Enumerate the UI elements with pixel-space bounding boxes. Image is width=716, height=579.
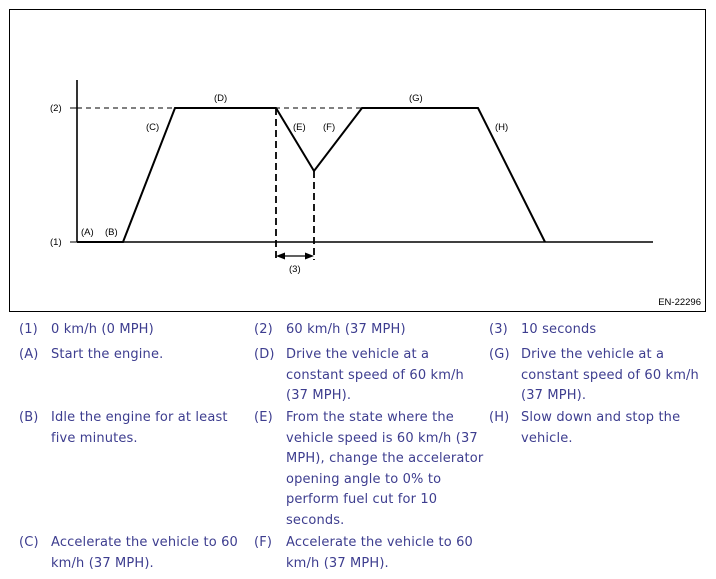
legend-text-line-2: vehicle. (521, 430, 573, 446)
legend-item-3: (3) 10 seconds (489, 320, 709, 342)
legend-text: Start the engine. (51, 347, 164, 362)
speed-profile-figure: (2) (1) (A) (B) (C) (D) (E) (F) (G) (H) … (9, 9, 706, 312)
legend-text-line-1: Accelerate the vehicle to 60 (286, 535, 473, 550)
legend-text-line-3: (37 MPH). (521, 388, 587, 403)
phase-label-f: (F) (323, 122, 335, 133)
legend-key: (E) (254, 410, 273, 425)
legend-item-h: (H) Slow down and stop the vehicle. (489, 408, 714, 450)
legend-key: (F) (254, 535, 273, 550)
y-label-low: (1) (50, 237, 62, 248)
legend-item-c: (C) Accelerate the vehicle to 60 km/h (3… (19, 533, 249, 575)
phase-label-h: (H) (495, 122, 508, 133)
legend-text-line-1: Drive the vehicle at a (286, 347, 430, 362)
legend-text-line-1: Slow down and stop the (521, 410, 681, 425)
legend-text: 0 km/h (0 MPH) (51, 322, 154, 337)
legend-text-line-1: Idle the engine for at least (51, 410, 228, 425)
legend-text-line-6: seconds. (286, 512, 345, 528)
legend-item-g: (G) Drive the vehicle at a constant spee… (489, 345, 714, 407)
legend-item-d: (D) Drive the vehicle at a constant spee… (254, 345, 484, 407)
legend-item-f: (F) Accelerate the vehicle to 60 km/h (3… (254, 533, 484, 575)
legend-key: (2) (254, 322, 273, 337)
phase-label-c: (C) (146, 122, 159, 133)
y-label-high: (2) (50, 103, 62, 114)
legend-text: 60 km/h (37 MPH) (286, 322, 406, 337)
legend-item-1: (1) 0 km/h (0 MPH) (19, 320, 239, 342)
legend-key: (A) (19, 347, 39, 362)
legend-key: (C) (19, 535, 39, 550)
phase-label-g: (G) (409, 93, 423, 104)
phase-label-a: (A) (81, 227, 94, 238)
legend-item-2: (2) 60 km/h (37 MPH) (254, 320, 474, 342)
phase-label-e: (E) (293, 122, 306, 133)
legend-text-line-2: constant speed of 60 km/h (286, 367, 464, 383)
speed-profile-line (77, 107, 546, 243)
legend-key: (B) (19, 410, 39, 425)
legend-text-line-3: (37 MPH). (286, 388, 352, 403)
legend-item-a: (A) Start the engine. (19, 345, 249, 407)
legend-text-line-2: constant speed of 60 km/h (521, 367, 699, 383)
legend-text-line-2: vehicle speed is 60 km/h (37 (286, 430, 478, 446)
legend-key: (G) (489, 347, 510, 362)
legend-key: (1) (19, 322, 38, 337)
legend-key: (H) (489, 410, 510, 425)
phase-label-b: (B) (105, 227, 118, 238)
phase-label-d: (D) (214, 93, 227, 104)
legend-key: (3) (489, 322, 508, 337)
legend-text-line-1: Accelerate the vehicle to 60 (51, 535, 238, 550)
legend-text-line-1: Drive the vehicle at a (521, 347, 665, 362)
legend-text-line-2: five minutes. (51, 430, 138, 446)
legend-text-line-2: km/h (37 MPH). (286, 555, 389, 571)
interval-label: (3) (289, 264, 301, 275)
interval-arrowhead-left (276, 252, 285, 260)
legend-item-b: (B) Idle the engine for at least five mi… (19, 408, 249, 450)
figure-id: EN-22296 (658, 297, 701, 308)
legend-text-line-4: opening angle to 0% to (286, 471, 442, 487)
legend-text-line-2: km/h (37 MPH). (51, 555, 154, 571)
legend-item-e: (E) From the state where the vehicle spe… (254, 408, 484, 533)
interval-arrowhead-right (305, 252, 314, 260)
legend-text-line-5: perform fuel cut for 10 (286, 492, 438, 507)
legend-text: 10 seconds (521, 322, 597, 337)
legend-text-line-3: MPH), change the accelerator (286, 451, 484, 466)
legend-text-line-1: From the state where the (286, 410, 454, 425)
legend-key: (D) (254, 347, 275, 362)
speed-profile-diagram: (2) (1) (A) (B) (C) (D) (E) (F) (G) (H) … (50, 80, 653, 275)
